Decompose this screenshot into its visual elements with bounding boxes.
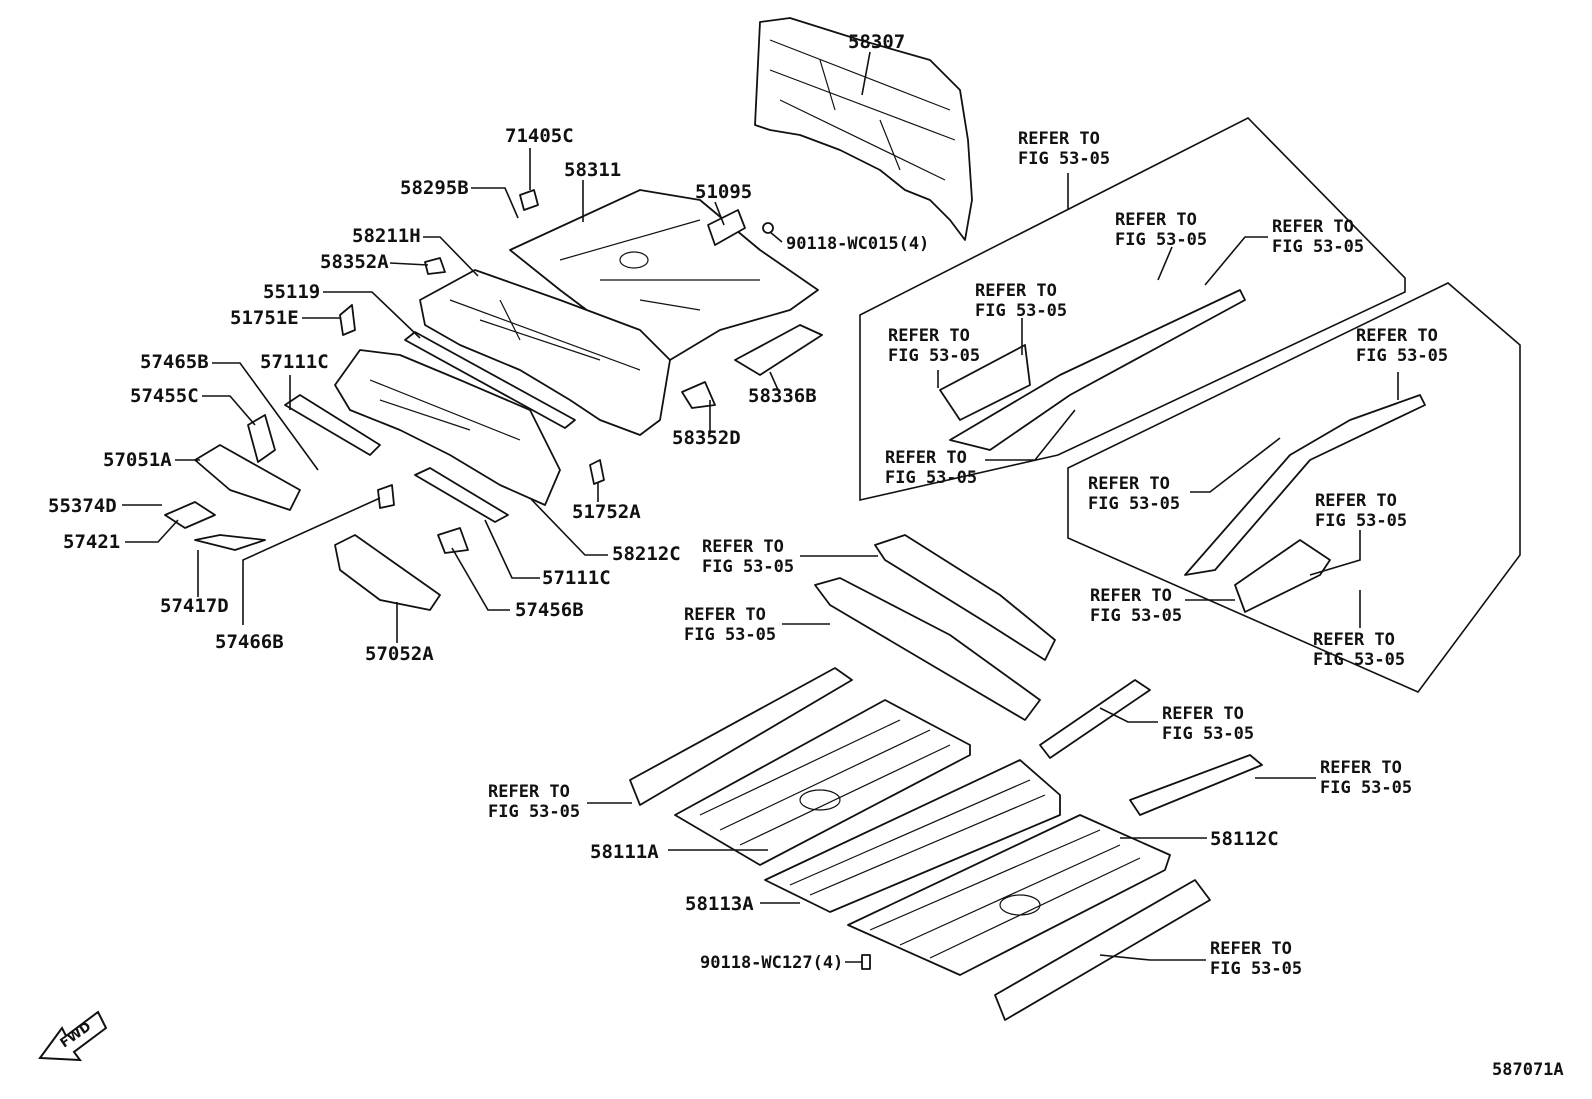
part-labels: 58307 71405C 58311 51095 58295B 90118-WC…	[48, 31, 1279, 973]
assembly-box-upper	[859, 117, 1406, 502]
label-57421[interactable]: 57421	[63, 531, 120, 553]
floor-tunnel-58113A	[764, 759, 1061, 913]
label-58352A[interactable]: 58352A	[320, 251, 389, 273]
label-90118-WC015-4[interactable]: 90118-WC015(4)	[786, 234, 929, 254]
drawing-number: 587071A	[1492, 1060, 1564, 1080]
assembly-box-lower	[1067, 282, 1521, 693]
label-51095[interactable]: 51095	[695, 181, 752, 203]
label-57051A[interactable]: 57051A	[103, 449, 172, 471]
label-58112C[interactable]: 58112C	[1210, 828, 1279, 850]
label-58211H[interactable]: 58211H	[352, 225, 421, 247]
rear-panel-58307	[754, 17, 973, 241]
rear-floor-side-58211H	[419, 269, 671, 436]
fwd-arrow-icon: FWD	[38, 1010, 108, 1062]
label-55374D[interactable]: 55374D	[48, 495, 117, 517]
label-51751E[interactable]: 51751E	[230, 307, 299, 329]
label-58295B[interactable]: 58295B	[400, 177, 469, 199]
label-57111C-upper[interactable]: 57111C	[260, 351, 329, 373]
label-57455C[interactable]: 57455C	[130, 385, 199, 407]
label-90118-WC127-4[interactable]: 90118-WC127(4)	[700, 953, 843, 973]
label-57465B[interactable]: 57465B	[140, 351, 209, 373]
label-57111C-lower[interactable]: 57111C	[542, 567, 611, 589]
label-58212C[interactable]: 58212C	[612, 543, 681, 565]
label-57417D[interactable]: 57417D	[160, 595, 229, 617]
label-58111A[interactable]: 58111A	[590, 841, 659, 863]
label-58311[interactable]: 58311	[564, 159, 621, 181]
label-51752A[interactable]: 51752A	[572, 501, 641, 523]
label-57466B[interactable]: 57466B	[215, 631, 284, 653]
label-58307[interactable]: 58307	[848, 31, 905, 53]
label-71405C[interactable]: 71405C	[505, 125, 574, 147]
part-illustrations	[164, 17, 1426, 1021]
front-floor-pan-58111A	[674, 699, 971, 866]
label-58352D[interactable]: 58352D	[672, 427, 741, 449]
leader-lines	[122, 51, 1399, 963]
label-55119[interactable]: 55119	[263, 281, 320, 303]
label-57052A[interactable]: 57052A	[365, 643, 434, 665]
label-57456B[interactable]: 57456B	[515, 599, 584, 621]
label-58336B[interactable]: 58336B	[748, 385, 817, 407]
label-58113A[interactable]: 58113A	[685, 893, 754, 915]
